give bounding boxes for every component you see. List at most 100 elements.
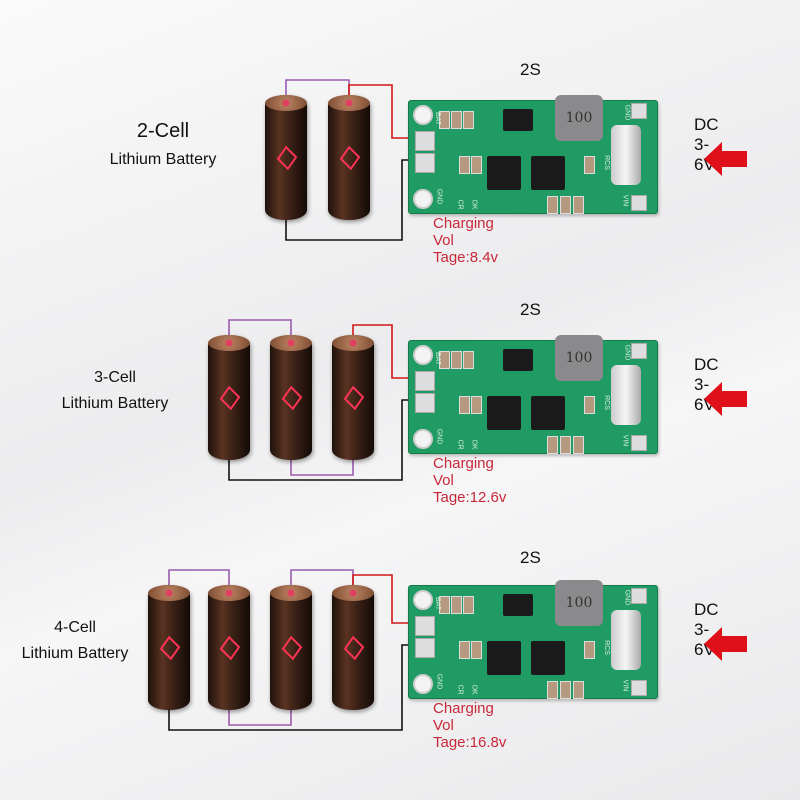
battery-cap xyxy=(270,585,312,601)
vin-pad xyxy=(631,343,647,359)
usb-c-port[interactable] xyxy=(611,125,641,185)
silk-gnd2: GND xyxy=(623,589,631,606)
silk-bat: BAT xyxy=(434,351,442,366)
smd-component xyxy=(573,436,584,454)
smd-component xyxy=(439,111,450,129)
link-wire xyxy=(228,319,292,345)
bat-plus-pad xyxy=(415,616,435,636)
mount-hole xyxy=(413,590,433,610)
smd-component xyxy=(471,156,482,174)
battery-cell xyxy=(270,585,312,710)
charging-voltage: Charging Vol Tage:16.8v xyxy=(433,700,507,751)
input-arrow-shaft xyxy=(721,151,747,167)
silk-rcs: RCS xyxy=(602,640,610,655)
input-arrow-shaft xyxy=(721,636,747,652)
inductor: 100 xyxy=(555,95,603,141)
silk-rcs: RCS xyxy=(602,155,610,170)
battery-cap xyxy=(332,585,374,601)
smd-component xyxy=(459,156,470,174)
silk-cr: CR xyxy=(456,439,464,450)
input-arrow-icon xyxy=(704,627,722,661)
smd-component xyxy=(463,596,474,614)
battery-cap xyxy=(148,585,190,601)
silk-gnd: GND xyxy=(435,188,443,205)
link-wire xyxy=(290,460,354,476)
link-wire xyxy=(228,710,292,726)
battery-cell xyxy=(208,585,250,710)
vin-pad xyxy=(631,435,647,451)
charging-voltage: Charging Vol Tage:8.4v xyxy=(433,215,499,266)
ic-chip xyxy=(531,396,565,430)
cells-count: 2-Cell xyxy=(136,120,190,142)
link-wire xyxy=(168,569,230,595)
usb-c-port[interactable] xyxy=(611,365,641,425)
ic-chip xyxy=(487,156,521,190)
diode xyxy=(503,109,533,131)
bat-plus-pad xyxy=(415,371,435,391)
usb-c-port[interactable] xyxy=(611,610,641,670)
input-arrow-icon xyxy=(704,142,722,176)
silk-rcs: RCS xyxy=(602,395,610,410)
smd-component xyxy=(547,436,558,454)
bat-plus-pad xyxy=(415,131,435,151)
smd-component xyxy=(463,111,474,129)
silk-gnd2: GND xyxy=(623,104,631,121)
board-title: 2S xyxy=(520,60,541,79)
vin-pad xyxy=(631,103,647,119)
smd-component xyxy=(584,641,595,659)
smd-component xyxy=(560,436,571,454)
battery-symbol-icon xyxy=(343,635,365,661)
silk-vin: VIN xyxy=(621,679,629,692)
silk-bat: BAT xyxy=(434,111,442,126)
board-title: 2S xyxy=(520,300,541,319)
bat-minus-pad xyxy=(415,153,435,173)
battery-cell xyxy=(332,335,374,460)
positive-wire xyxy=(352,574,415,624)
mount-hole xyxy=(413,429,433,449)
battery-cell xyxy=(265,95,307,220)
battery-cap xyxy=(265,95,307,111)
silk-gnd: GND xyxy=(435,428,443,445)
battery-symbol-icon xyxy=(339,145,361,171)
cells-type: Lithium Battery xyxy=(109,151,217,168)
silk-vin: VIN xyxy=(621,434,629,447)
smd-component xyxy=(451,596,462,614)
inductor: 100 xyxy=(555,335,603,381)
smd-component xyxy=(560,681,571,699)
silk-ok: OK xyxy=(470,199,478,210)
cells-type: Lithium Battery xyxy=(21,644,129,662)
silk-vin: VIN xyxy=(621,194,629,207)
battery-cell xyxy=(270,335,312,460)
silk-ok: OK xyxy=(470,439,478,450)
battery-cell xyxy=(328,95,370,220)
smd-component xyxy=(547,196,558,214)
smd-component xyxy=(584,396,595,414)
smd-component xyxy=(471,641,482,659)
battery-cap xyxy=(270,335,312,351)
mount-hole xyxy=(413,345,433,365)
smd-component xyxy=(463,351,474,369)
silk-cr: CR xyxy=(456,684,464,695)
cells-count: 4-Cell xyxy=(54,619,96,636)
smd-component xyxy=(573,681,584,699)
battery-symbol-icon xyxy=(219,385,241,411)
input-arrow-icon xyxy=(704,382,722,416)
diode xyxy=(503,594,533,616)
smd-component xyxy=(459,641,470,659)
ic-chip xyxy=(487,396,521,430)
vin-pad xyxy=(631,588,647,604)
smd-component xyxy=(471,396,482,414)
smd-component xyxy=(547,681,558,699)
cells-type: Lithium Battery xyxy=(61,394,169,412)
smd-component xyxy=(573,196,584,214)
vin-pad xyxy=(631,680,647,696)
vin-pad xyxy=(631,195,647,211)
smd-component xyxy=(439,596,450,614)
battery-symbol-icon xyxy=(343,385,365,411)
